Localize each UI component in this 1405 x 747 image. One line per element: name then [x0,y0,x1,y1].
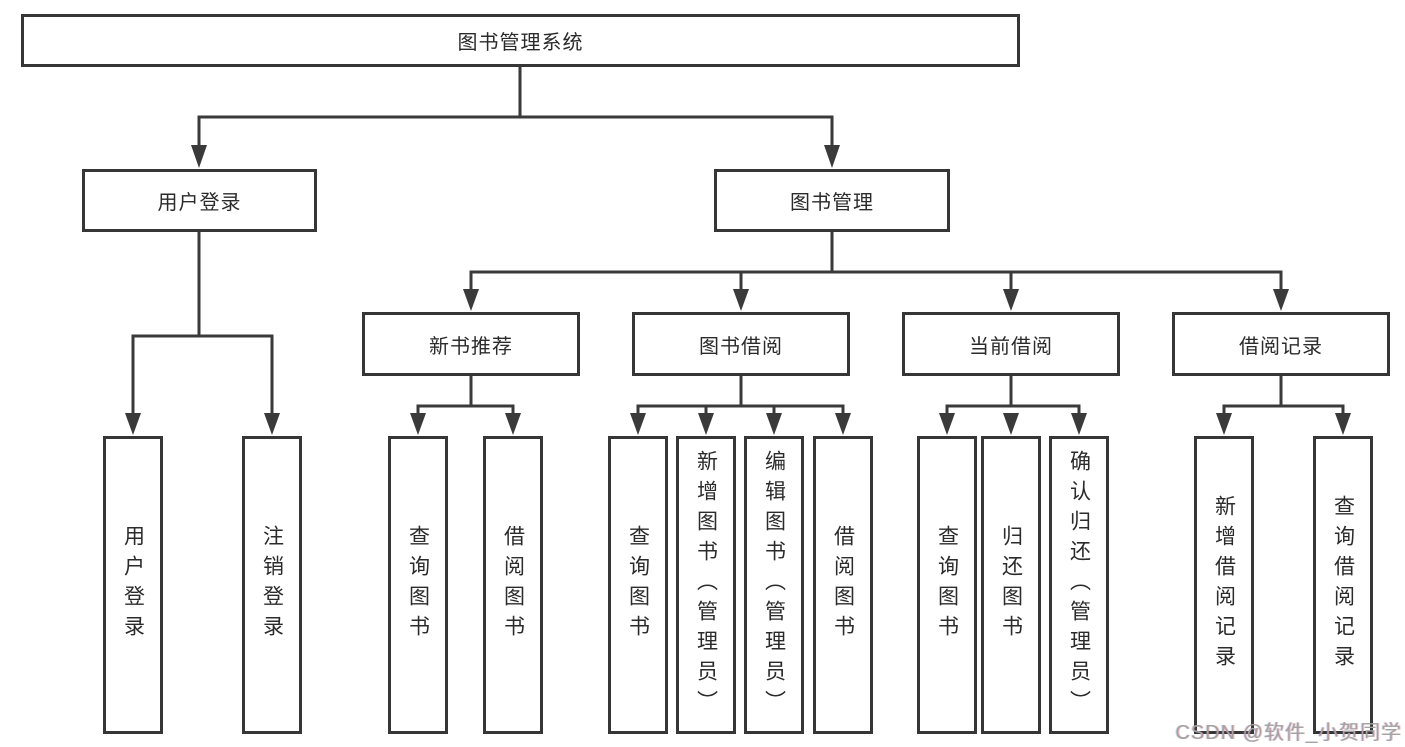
leaf-query-borrow-record-label: 查询借阅记录 [1331,495,1355,675]
leaf-logout-label: 注销登录 [260,525,284,645]
leaf-return-books-label: 归还图书 [999,525,1023,645]
leaf-add-books-admin-label: 新增图书（管理员） [694,450,718,720]
leaf-recommend-borrow-books-label: 借阅图书 [501,525,525,645]
node-current-borrowing: 当前借阅 [902,312,1120,376]
node-current-borrowing-label: 当前借阅 [969,335,1053,358]
node-user-login-label: 用户登录 [157,192,242,214]
node-book-borrowing-label: 图书借阅 [699,335,783,358]
node-library-system-label: 图书管理系统 [457,32,584,54]
leaf-borrowing-borrow-books-label: 借阅图书 [831,525,855,645]
leaf-user-login-label: 用户登录 [121,525,145,645]
node-user-login: 用户登录 [82,169,317,232]
leaf-return-books: 归还图书 [981,436,1041,734]
leaf-recommend-query-books: 查询图书 [388,436,448,734]
leaf-user-login: 用户登录 [103,436,163,734]
leaf-query-borrow-record: 查询借阅记录 [1313,436,1373,734]
leaf-current-query-books-label: 查询图书 [935,525,959,645]
leaf-current-query-books: 查询图书 [917,436,977,734]
leaf-confirm-return-admin-label: 确认归还（管理员） [1067,450,1091,720]
leaf-edit-books-admin-label: 编辑图书（管理员） [762,450,786,720]
leaf-borrowing-query-books: 查询图书 [608,436,668,734]
node-book-management: 图书管理 [714,169,950,232]
node-book-management-label: 图书管理 [790,192,874,214]
node-new-book-recommendation: 新书推荐 [362,312,580,376]
leaf-add-books-admin: 新增图书（管理员） [676,436,736,734]
node-library-system: 图书管理系统 [21,14,1020,67]
node-new-book-recommendation-label: 新书推荐 [429,335,513,358]
leaf-recommend-query-books-label: 查询图书 [406,525,430,645]
leaf-recommend-borrow-books: 借阅图书 [483,436,543,734]
leaf-borrowing-borrow-books: 借阅图书 [813,436,873,734]
leaf-logout: 注销登录 [242,436,302,734]
leaf-confirm-return-admin: 确认归还（管理员） [1049,436,1109,734]
leaf-add-borrow-record: 新增借阅记录 [1194,436,1254,734]
leaf-borrowing-query-books-label: 查询图书 [626,525,650,645]
csdn-watermark: CSDN @软件_小贺同学 [1175,722,1402,744]
leaf-add-borrow-record-label: 新增借阅记录 [1212,495,1236,675]
node-borrowing-records: 借阅记录 [1172,312,1390,376]
node-book-borrowing: 图书借阅 [632,312,850,376]
leaf-edit-books-admin: 编辑图书（管理员） [744,436,804,734]
node-borrowing-records-label: 借阅记录 [1239,335,1323,358]
